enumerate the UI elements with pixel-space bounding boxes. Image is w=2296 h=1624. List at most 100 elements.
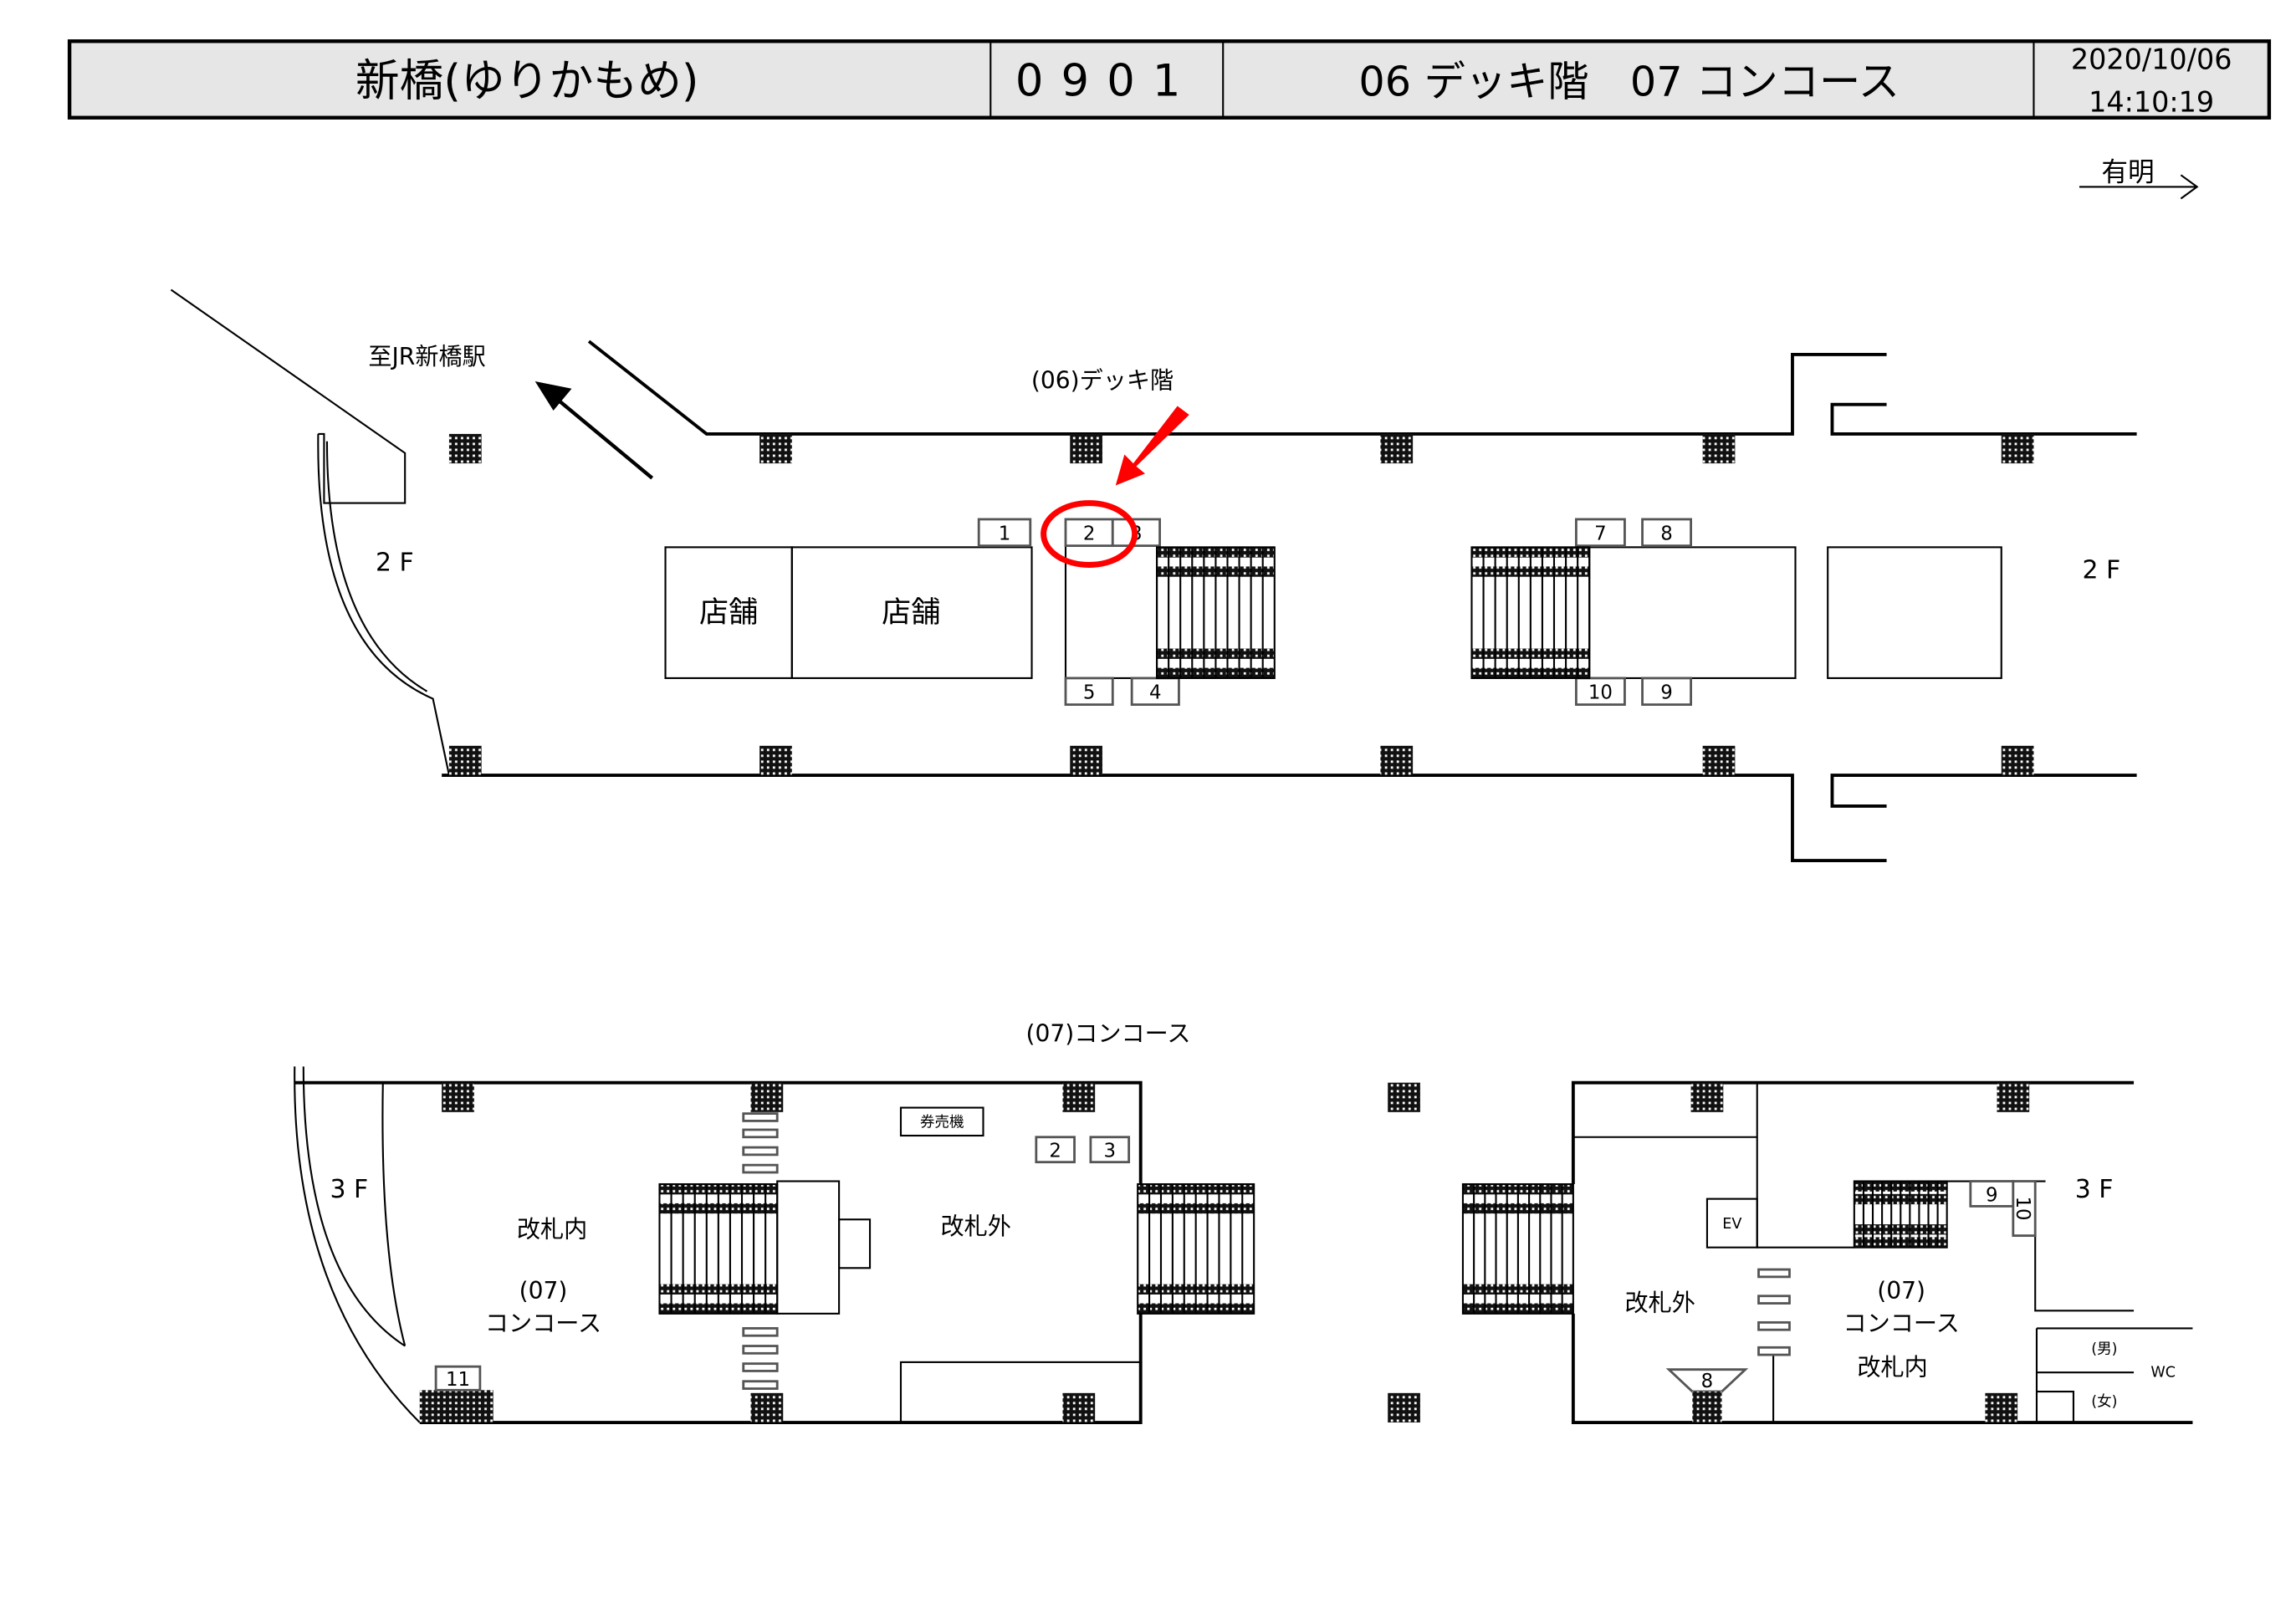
- shop-2-label: 店舗: [882, 595, 940, 630]
- ticket-gate: [742, 1362, 779, 1372]
- right-inside-label: 改札内: [1857, 1354, 1927, 1381]
- escalator: [658, 1182, 779, 1315]
- escalator: [1155, 546, 1276, 679]
- right-concourse-label: コンコース: [1843, 1310, 1960, 1337]
- ticket-gate: [742, 1146, 779, 1157]
- pillar: [1070, 745, 1102, 776]
- pillar: [1702, 433, 1736, 464]
- location-number: 1: [999, 523, 1011, 545]
- pillar: [2001, 745, 2034, 776]
- right-num-label: (07): [1877, 1277, 1925, 1305]
- escalator: [1470, 546, 1591, 679]
- floor-label-left: 2 F: [376, 549, 414, 578]
- pillar: [1388, 1392, 1420, 1423]
- location-box: [2012, 1180, 2037, 1238]
- pillar: [1062, 1392, 1096, 1423]
- location-number: 9: [1986, 1184, 1998, 1206]
- location-box: [434, 1365, 482, 1392]
- arrow-right-icon: [2079, 174, 2199, 200]
- pillar: [759, 433, 792, 464]
- arrow-to-jr-icon: [534, 380, 654, 480]
- location-box: [1641, 518, 1692, 548]
- ticket-gate: [742, 1128, 779, 1139]
- elevator-label: EV: [1722, 1216, 1741, 1233]
- escalator: [1137, 1182, 1255, 1315]
- concourse-floor: (07)コンコース 3 F 券売機 改札内 (07) コンコース 改札外 EV …: [294, 1019, 2193, 1424]
- direction-label: 有明: [2101, 157, 2154, 187]
- pillar: [2001, 433, 2034, 464]
- pillar: [1997, 1082, 2030, 1112]
- location-box: [1574, 518, 1626, 548]
- ticket-gate: [1757, 1320, 1791, 1331]
- pillar: [419, 1390, 493, 1423]
- location-box: [1574, 677, 1626, 706]
- ticket-gate: [742, 1327, 779, 1337]
- pillar: [442, 1082, 474, 1112]
- escalator: [1853, 1180, 1948, 1249]
- wc-men-label: (男): [2091, 1341, 2117, 1357]
- location-number: 5: [1083, 682, 1096, 704]
- pillar: [750, 1392, 784, 1423]
- floor-names: 06 デッキ階 07 コンコース: [1358, 57, 1900, 105]
- ticket-gate: [742, 1112, 779, 1122]
- shop-1-label: 店舗: [699, 595, 758, 630]
- deck-title: (06)デッキ階: [1031, 366, 1174, 394]
- shop-2: [790, 546, 1033, 679]
- pillar: [1380, 433, 1414, 464]
- ticket-machine: [899, 1106, 984, 1137]
- location-number: 10: [1588, 682, 1613, 704]
- location-number: 9: [1660, 682, 1673, 704]
- station-name: 新橋(ゆりかもめ): [355, 55, 699, 106]
- ticket-gate: [1757, 1268, 1791, 1279]
- pillar: [1985, 1392, 2018, 1423]
- location-number: 2: [1083, 523, 1096, 545]
- left-inside-label: 改札内: [517, 1215, 587, 1243]
- location-number: 10: [2012, 1197, 2033, 1221]
- elevator: [1705, 1198, 1758, 1249]
- highlight-circle: [1041, 500, 1138, 568]
- direction-ariake: 有明: [2079, 157, 2199, 200]
- wc-women-label: (女): [2091, 1394, 2117, 1411]
- date: 2020/10/06: [2071, 43, 2232, 76]
- location-number: 3: [1103, 1140, 1116, 1162]
- ticket-gate: [742, 1380, 779, 1390]
- ticket-gate: [1757, 1295, 1791, 1305]
- left-num-label: (07): [519, 1277, 568, 1305]
- location-number: 8: [1660, 523, 1673, 545]
- ticket-machine-label: 券売機: [920, 1114, 964, 1131]
- pillar: [448, 745, 482, 776]
- floor-label-right: 2 F: [2083, 555, 2121, 585]
- right-outside-label: 改札外: [1624, 1289, 1695, 1316]
- pillar: [1702, 745, 1736, 776]
- location-box: [1089, 1136, 1131, 1164]
- pillar: [1690, 1082, 1724, 1112]
- time: 14:10:19: [2089, 86, 2214, 119]
- location-number: 8: [1701, 1371, 1714, 1392]
- pillar: [1070, 433, 1102, 464]
- location-box: [1064, 677, 1114, 706]
- floor-label-3f-left: 3 F: [330, 1175, 368, 1204]
- header-bar: 新橋(ゆりかもめ) 0901 06 デッキ階 07 コンコース 2020/10/…: [67, 39, 2272, 120]
- pillar: [448, 433, 482, 464]
- highlight-arrow: [1115, 406, 1189, 486]
- left-outside-label: 改札外: [940, 1213, 1010, 1240]
- pillar: [750, 1082, 784, 1112]
- location-number: 2: [1049, 1140, 1061, 1162]
- location-box: [1641, 677, 1692, 706]
- pillar: [1388, 1082, 1420, 1112]
- escalator: [1461, 1182, 1574, 1315]
- ticket-gate: [742, 1163, 779, 1174]
- station-code: 0901: [1015, 55, 1199, 106]
- ticket-gate: [1757, 1346, 1791, 1356]
- pillar: [1062, 1082, 1096, 1112]
- pillar: [759, 745, 792, 776]
- floor-label-3f-right: 3 F: [2075, 1175, 2114, 1204]
- location-box: [1130, 677, 1180, 706]
- left-concourse-label: コンコース: [485, 1310, 601, 1337]
- pillar: [1380, 745, 1414, 776]
- location-number: 11: [446, 1369, 470, 1391]
- to-jr-label: 至JR新橋駅: [368, 343, 485, 370]
- concourse-title: (07)コンコース: [1026, 1019, 1191, 1047]
